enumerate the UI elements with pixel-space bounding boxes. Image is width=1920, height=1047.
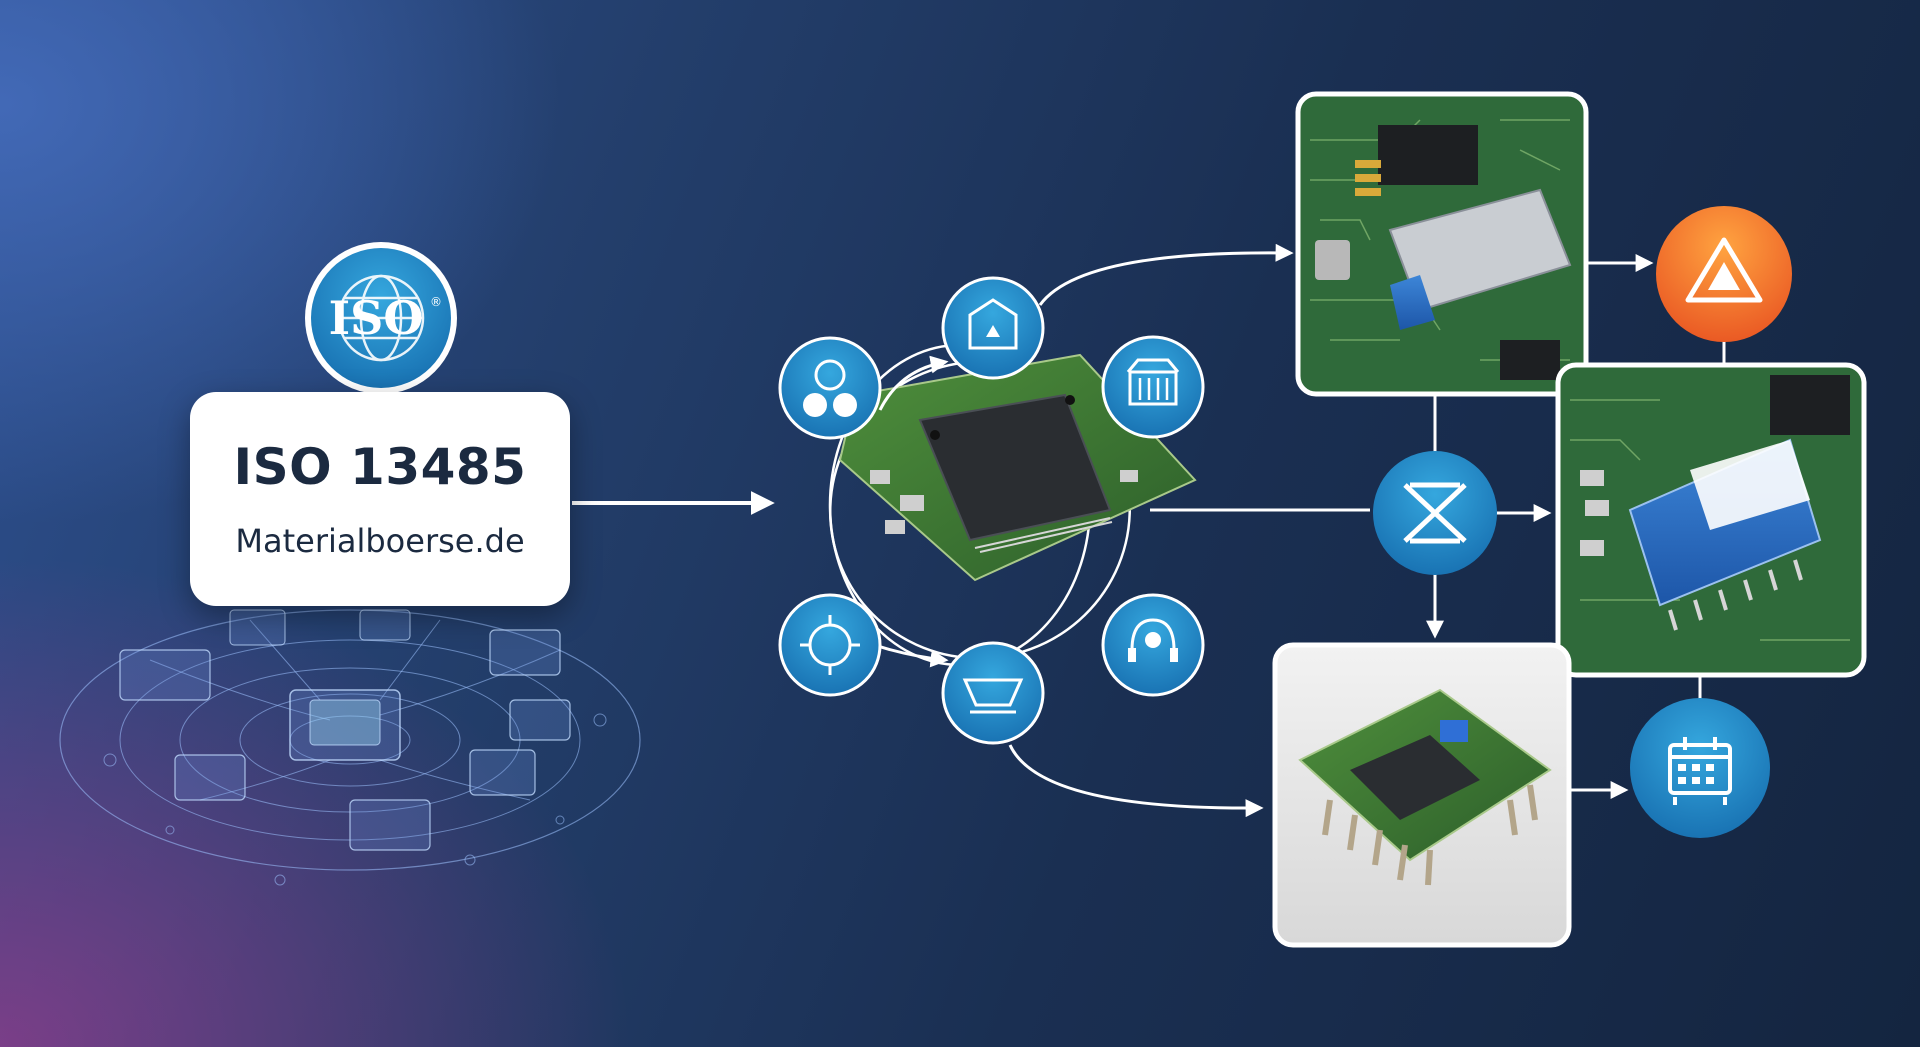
home-icon[interactable]: [941, 276, 1045, 380]
calendar-icon[interactable]: [1630, 698, 1770, 838]
pcb-photo-bottom: [1272, 642, 1572, 948]
store-icon[interactable]: [1101, 335, 1205, 439]
iso-badge-text: ISO: [329, 291, 424, 345]
pcb-photo-top: [1295, 91, 1589, 397]
people-icon[interactable]: [778, 336, 882, 440]
certificate-subtitle: Materialboerse.de: [235, 522, 525, 560]
support-icon[interactable]: [1101, 593, 1205, 697]
pcb-photo-middle: [1555, 362, 1867, 678]
certificate-card: ISO 13485 Materialboerse.de: [190, 392, 570, 606]
intersect-icon[interactable]: [1373, 451, 1497, 575]
hub-connectors: [859, 243, 1370, 818]
iso-badge-registered-mark: ®: [430, 295, 442, 309]
target-icon[interactable]: [778, 593, 882, 697]
tray-icon[interactable]: [941, 641, 1045, 745]
iso-badge: ISO ®: [305, 242, 457, 394]
certificate-title: ISO 13485: [233, 438, 527, 496]
process-connectors: [1426, 254, 1726, 799]
hub-pcb-board: [838, 353, 1197, 582]
warning-triangle-icon[interactable]: [1656, 206, 1792, 342]
holographic-chips: [119, 609, 571, 851]
